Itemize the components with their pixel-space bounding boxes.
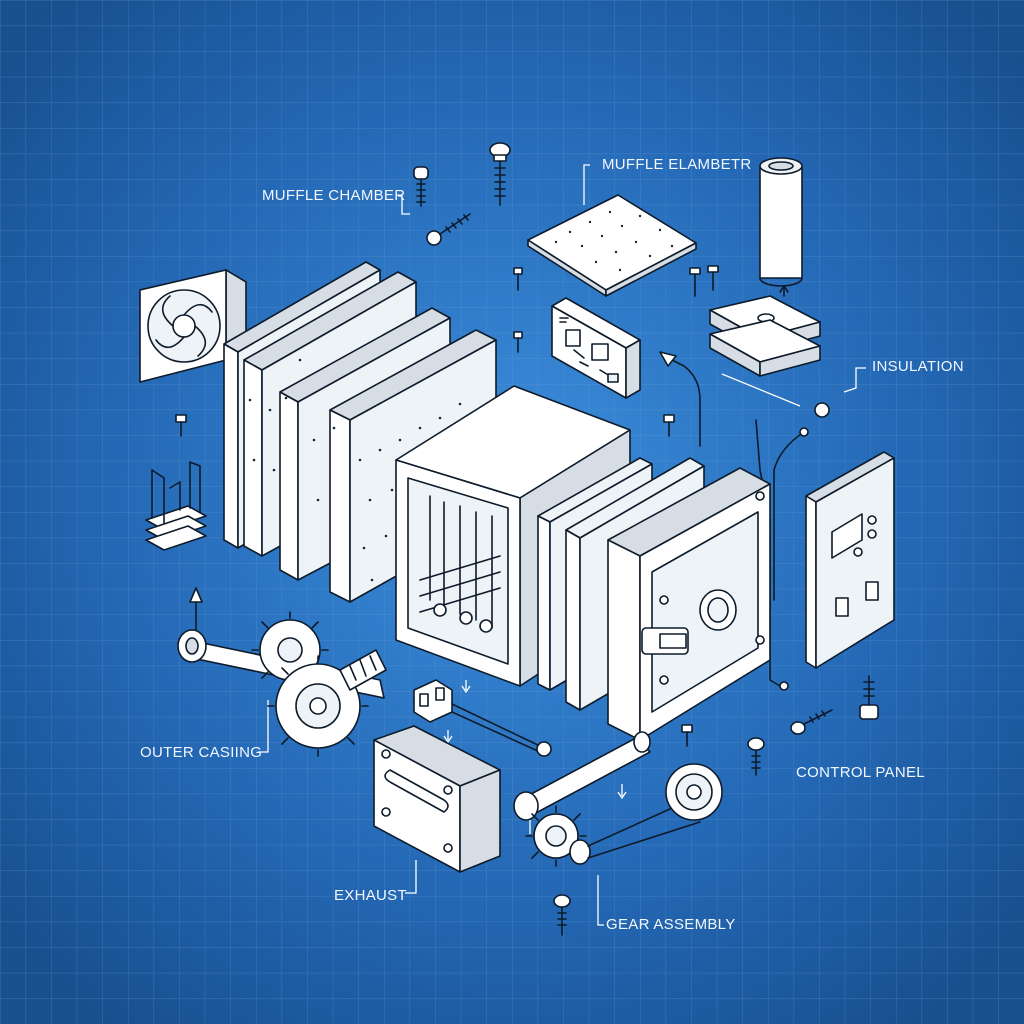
screw-8	[553, 894, 571, 936]
exhaust-plate	[373, 725, 501, 873]
screw-small-3	[175, 414, 187, 437]
insulation-blocks	[709, 285, 821, 377]
label-muffle-element: MUFFLE ELAMBETR	[602, 156, 752, 173]
control-panel-unit	[805, 451, 895, 669]
screw-7	[681, 724, 693, 747]
circuit-board	[551, 297, 641, 399]
label-outer-casing: OUTER CASIING	[140, 744, 263, 761]
screw-5	[790, 709, 833, 735]
linkage-rod	[413, 679, 552, 757]
screw-4	[859, 675, 879, 720]
heating-element-tube	[759, 157, 803, 287]
label-control-panel: CONTROL PANEL	[796, 764, 925, 781]
screw-6	[747, 737, 765, 776]
screw-small-5	[689, 265, 719, 297]
gear-pulley-assembly	[513, 731, 723, 867]
label-muffle-chamber: MUFFLE CHAMBER	[262, 187, 406, 204]
screw-small-1	[513, 267, 523, 291]
cooling-fan	[139, 269, 247, 383]
drive-shaft-assembly	[177, 587, 387, 757]
screw-small-2	[513, 331, 523, 353]
label-insulation: INSULATION	[872, 358, 964, 375]
leader-lines	[258, 164, 866, 926]
screw-3	[426, 213, 471, 246]
mounting-bracket	[145, 461, 207, 551]
screw-small-4	[663, 414, 675, 437]
perforated-plate	[527, 194, 697, 297]
screw-2	[489, 142, 511, 206]
door-panels	[537, 457, 771, 741]
label-exhaust: EXHAUST	[334, 887, 407, 904]
screw-1	[413, 166, 429, 207]
label-gear-assembly: GEAR ASSEMBLY	[606, 916, 736, 933]
